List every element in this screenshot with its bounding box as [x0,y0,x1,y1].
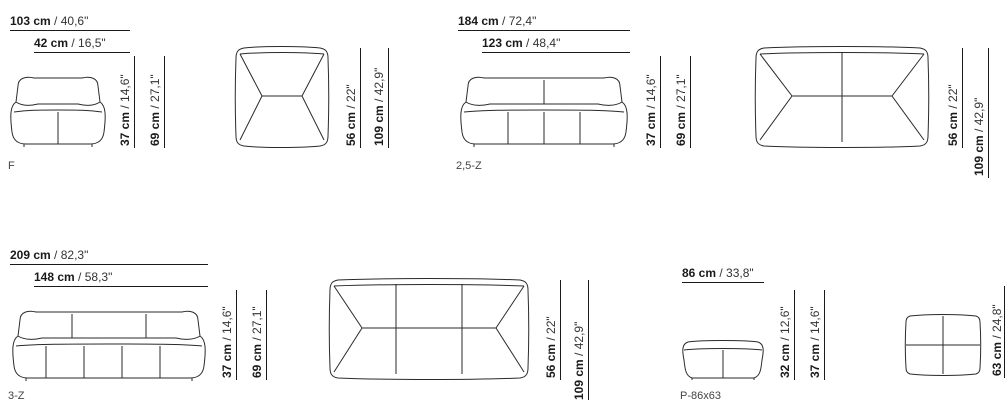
z25-height-label: 69 cm / 27,1" [674,74,688,146]
f-front-view [10,76,106,147]
f-width-rule [10,30,130,31]
z3-code: 3-Z [8,390,25,402]
z25-depth-rule [988,48,989,178]
f-seat-width-cm: 42 cm [34,36,69,50]
f-code: F [8,160,15,172]
p-width-label: 86 cm / 33,8" [682,266,754,280]
f-width-cm: 103 cm [10,14,51,28]
z3-width-rule [10,264,208,265]
z25-height-rule [690,56,691,148]
z25-top-view [754,46,930,148]
p-top-view [904,314,982,376]
z25-width-label: 184 cm / 72,4" [458,14,537,28]
f-seat-height-label: 37 cm / 14,6" [118,74,132,146]
f-seat-depth-rule [360,48,361,148]
p-width-rule [682,282,764,283]
z25-front-view [460,76,628,147]
z3-seat-depth-label: 56 cm / 22" [544,316,558,378]
z25-code: 2,5-Z [456,160,482,172]
p-seat-height-rule [794,290,795,380]
p-depth-label: 63 cm / 24,8" [990,304,1004,376]
z25-seat-depth-label: 56 cm / 22" [946,84,960,146]
f-seat-depth-label: 56 cm / 22" [344,84,358,146]
p-depth-rule [1004,286,1005,378]
z3-seat-height-rule [236,290,237,380]
z3-seat-width-rule [34,286,208,287]
f-seat-height-rule [134,56,135,148]
sep: / [50,14,61,28]
f-height-label: 69 cm / 27,1" [148,74,162,146]
z3-seat-depth-rule [560,280,561,380]
p-code: P-86x63 [680,390,721,402]
z3-seat-height-label: 37 cm / 14,6" [220,306,234,378]
p-front-view [682,340,764,380]
p-height-rule [824,290,825,380]
p-height-label: 37 cm / 14,6" [808,306,822,378]
z3-depth-rule [588,280,589,400]
z3-seat-width-label: 148 cm / 58,3" [34,270,113,284]
f-height-rule [164,56,165,148]
f-seat-width-in: 16,5" [78,36,106,50]
z3-depth-label: 109 cm / 42,9" [572,321,586,400]
f-seat-width-label: 42 cm / 16,5" [34,36,106,50]
z3-height-label: 69 cm / 27,1" [250,306,264,378]
f-width-in: 40,6" [60,14,89,28]
f-seat-width-rule [34,52,130,53]
f-depth-label: 109 cm / 42,9" [372,67,386,146]
f-depth-rule [388,48,389,148]
z25-depth-label: 109 cm / 42,9" [972,97,986,176]
z25-width-rule [458,30,630,31]
p-seat-height-label: 32 cm / 12,6" [778,306,792,378]
z25-seat-depth-rule [962,48,963,148]
z25-seat-width-label: 123 cm / 48,4" [482,36,561,50]
z25-seat-height-rule [660,56,661,148]
f-width-label: 103 cm / 40,6" [10,14,88,28]
z3-height-rule [266,290,267,380]
z25-seat-width-rule [482,52,630,53]
f-top-view [234,46,330,148]
z3-top-view [328,278,530,380]
z25-seat-height-label: 37 cm / 14,6" [644,74,658,146]
z3-width-label: 209 cm / 82,3" [10,248,89,262]
z3-front-view [12,310,206,381]
